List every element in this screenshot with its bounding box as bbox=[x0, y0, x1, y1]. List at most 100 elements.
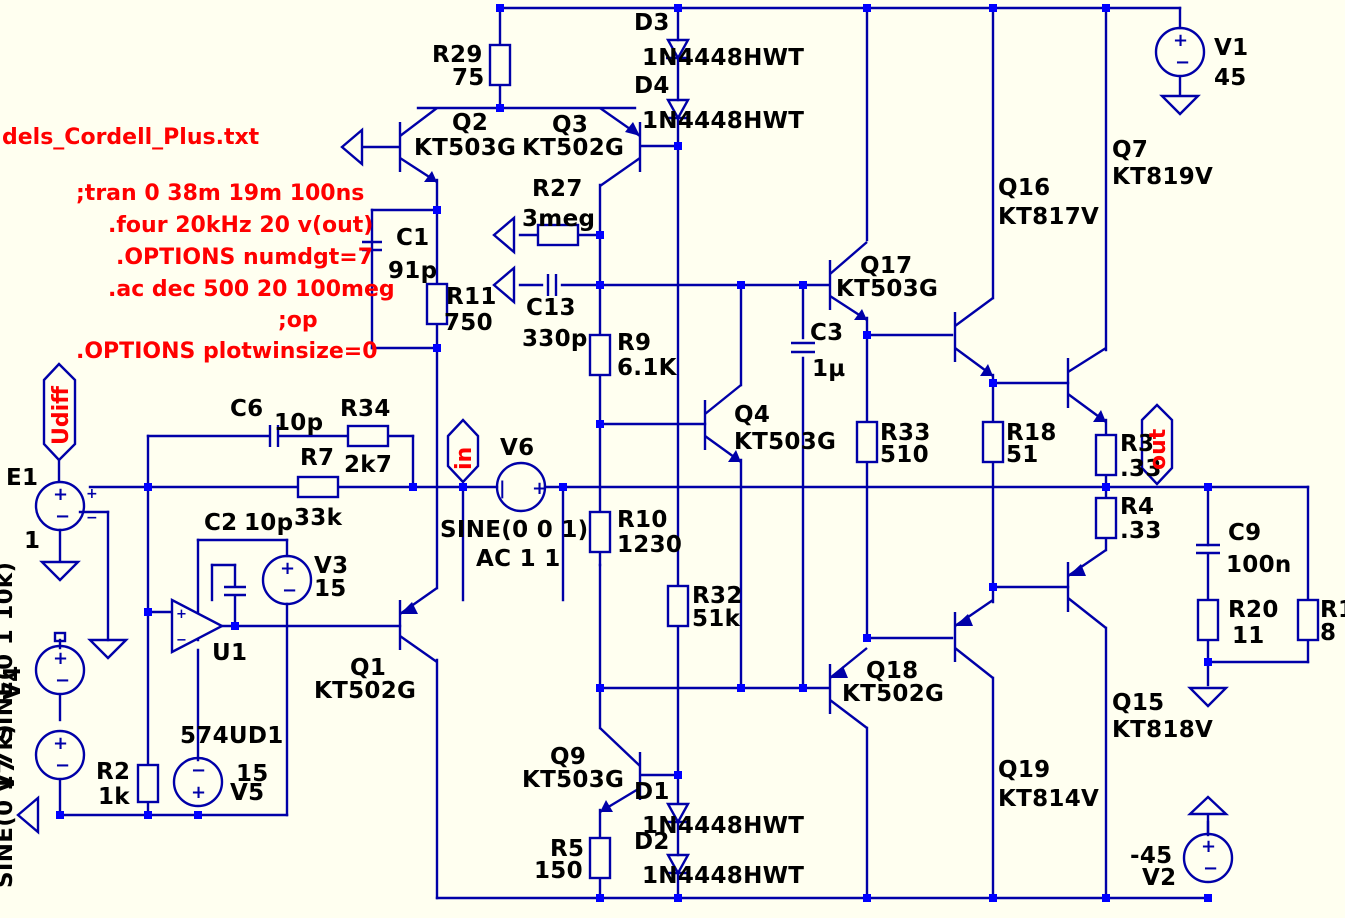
label-r18-value: 51 bbox=[1006, 442, 1039, 468]
label-u1: U1 bbox=[212, 640, 247, 666]
resistor-r4 bbox=[1094, 496, 1118, 540]
svg-text:+: + bbox=[280, 558, 295, 579]
label-r10-value: 1230 bbox=[617, 532, 682, 558]
label-r27: R27 bbox=[532, 176, 583, 202]
resistor-r5 bbox=[588, 836, 612, 880]
svg-text:−: − bbox=[55, 506, 70, 527]
label-d2-value: 1N4448HWT bbox=[642, 863, 804, 889]
label-v6-ac: AC 1 1 bbox=[476, 546, 561, 572]
label-q2: Q2 bbox=[452, 110, 488, 136]
opamp-u1: + − bbox=[170, 598, 225, 654]
junctions bbox=[56, 4, 1212, 902]
label-r5-value: 150 bbox=[534, 858, 583, 884]
net-label-in: in bbox=[452, 447, 477, 470]
directive-four: .four 20kHz 20 v(out) bbox=[108, 213, 373, 238]
label-c9-value: 100n bbox=[1226, 552, 1292, 578]
directive-op: ;op bbox=[278, 308, 318, 333]
label-r33: R33 bbox=[880, 420, 931, 446]
label-d3-value: 1N4448HWT bbox=[642, 45, 804, 71]
label-r9: R9 bbox=[617, 330, 651, 356]
label-q19: Q19 bbox=[998, 757, 1050, 783]
resistor-r2 bbox=[136, 763, 160, 804]
svg-text:−: − bbox=[55, 755, 70, 776]
svg-text:+: + bbox=[176, 607, 187, 622]
label-q15-value: KT818V bbox=[1112, 717, 1213, 743]
label-q7: Q7 bbox=[1112, 137, 1148, 163]
label-q2-value: KT503G bbox=[414, 135, 516, 161]
label-r2: R2 bbox=[96, 759, 130, 785]
svg-text:+: + bbox=[53, 484, 68, 505]
label-r2-value: 1k bbox=[98, 784, 130, 810]
svg-text:+: + bbox=[86, 486, 98, 502]
transistors bbox=[362, 107, 1107, 814]
label-q7-value: KT819V bbox=[1112, 164, 1213, 190]
label-v4: V4 bbox=[0, 666, 26, 700]
label-r5: R5 bbox=[550, 836, 584, 862]
svg-text:+: + bbox=[53, 648, 68, 669]
label-q3-value: KT502G bbox=[522, 135, 624, 161]
resistor-r3 bbox=[1094, 433, 1118, 477]
label-d4: D4 bbox=[634, 73, 670, 99]
resistor-r10 bbox=[588, 510, 612, 554]
label-v2-value: -45 bbox=[1130, 843, 1172, 869]
net-label-udiff: Udiff bbox=[49, 385, 74, 445]
label-e1-value: 1 bbox=[24, 528, 40, 554]
resistor-r9 bbox=[588, 333, 612, 377]
label-q4: Q4 bbox=[734, 402, 770, 428]
net-label-out: out bbox=[1146, 428, 1171, 470]
label-e1: E1 bbox=[6, 465, 38, 491]
directive-tran: ;tran 0 38m 19m 100ns bbox=[76, 181, 364, 206]
label-r11-value: 750 bbox=[444, 310, 493, 336]
label-v6: V6 bbox=[500, 435, 534, 461]
label-q16-value: KT817V bbox=[998, 204, 1099, 230]
label-r29: R29 bbox=[432, 42, 483, 68]
label-c6: C6 bbox=[230, 396, 263, 422]
resistor-r27 bbox=[536, 223, 580, 247]
label-r33-value: 510 bbox=[880, 442, 929, 468]
svg-text:−: − bbox=[1175, 52, 1190, 73]
label-q3: Q3 bbox=[552, 112, 588, 138]
resistor-r34 bbox=[346, 424, 390, 448]
label-d2: D2 bbox=[634, 829, 670, 855]
label-r4-value: .33 bbox=[1120, 518, 1162, 544]
svg-text:−: − bbox=[1203, 858, 1218, 879]
label-v5-value: 15 bbox=[236, 761, 269, 787]
resistor-r7 bbox=[296, 475, 340, 499]
label-r32-value: 51k bbox=[692, 606, 741, 632]
directive-options-numdgt: .OPTIONS numdgt=7 bbox=[116, 245, 373, 270]
svg-text:−: − bbox=[86, 510, 98, 526]
label-q17: Q17 bbox=[860, 253, 912, 279]
svg-text:+: + bbox=[191, 782, 206, 803]
label-r7: R7 bbox=[300, 445, 334, 471]
resistor-r33 bbox=[855, 420, 879, 464]
label-u1-value: 574UD1 bbox=[180, 723, 284, 749]
capacitors bbox=[224, 240, 1220, 597]
label-c2-value: 10p bbox=[244, 510, 293, 536]
label-q9-value: KT503G bbox=[522, 767, 624, 793]
label-c1: C1 bbox=[396, 225, 429, 251]
label-r27-value: 3meg bbox=[522, 206, 595, 232]
label-r3: R3 bbox=[1120, 431, 1154, 457]
label-c1-value: 91p bbox=[388, 258, 437, 284]
label-c2: C2 bbox=[204, 510, 237, 536]
label-v7-value: SINE(0 1 7k) bbox=[0, 724, 18, 888]
net-labels: Udiff in out bbox=[49, 385, 1171, 470]
label-r9-value: 6.1K bbox=[617, 355, 678, 381]
label-r34: R34 bbox=[340, 396, 391, 422]
label-v4-value: SINE(0 1 10k) bbox=[0, 562, 18, 742]
label-c3-value: 1µ bbox=[812, 356, 846, 382]
svg-text:−: − bbox=[191, 760, 206, 781]
label-c6-value: 10p bbox=[274, 410, 323, 436]
label-r11: R11 bbox=[446, 284, 497, 310]
label-q4-value: KT503G bbox=[734, 429, 836, 455]
svg-text:−: − bbox=[282, 580, 297, 601]
wires bbox=[58, 6, 1310, 900]
label-c9: C9 bbox=[1228, 520, 1261, 546]
label-d1-value: 1N4448HWT bbox=[642, 813, 804, 839]
label-q17-value: KT503G bbox=[836, 276, 938, 302]
label-r4: R4 bbox=[1120, 494, 1154, 520]
resistor-r18 bbox=[981, 420, 1005, 464]
label-r10: R10 bbox=[617, 507, 668, 533]
component-labels: R29 75 D3 1N4448HWT D4 1N4448HWT Q2 KT50… bbox=[0, 10, 1345, 891]
